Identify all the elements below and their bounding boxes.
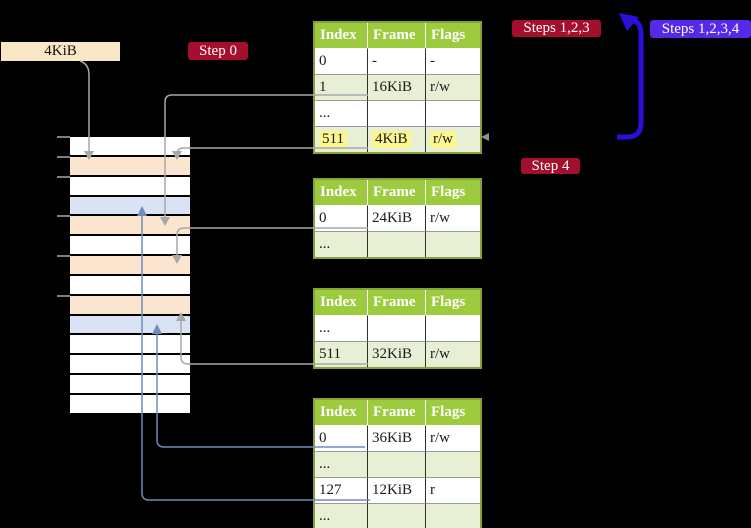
table-cell: 36KiB [368, 425, 426, 451]
table-cell: r/w [426, 425, 480, 451]
header-index: Index [315, 23, 368, 48]
highlight-text: 511 [319, 131, 347, 148]
header-flags: Flags [426, 290, 480, 315]
table-cell: ... [315, 315, 368, 341]
steps-1234-label: Steps 1,2,3,4 [650, 20, 751, 38]
memory-stack [70, 137, 190, 415]
memory-row-free [70, 355, 190, 376]
address-tick [57, 255, 70, 258]
step0-label: Step 0 [188, 42, 248, 60]
address-tick [57, 215, 70, 218]
address-tick [57, 136, 70, 138]
header-frame: Frame [368, 23, 426, 48]
header-frame: Frame [368, 400, 426, 425]
header-index: Index [315, 180, 368, 205]
table-cell: 12KiB [368, 477, 426, 503]
step4-label: Step 4 [521, 158, 580, 174]
table-cell [426, 451, 480, 477]
header-frame: Frame [368, 290, 426, 315]
page-table-4: Index Frame Flags 0 36KiB r/w ... 127 12… [313, 398, 482, 528]
memory-row-page-table [70, 295, 190, 316]
memory-row-free [70, 176, 190, 197]
table-cell: ... [315, 503, 368, 528]
steps-flow-arrow [617, 13, 644, 140]
frame-size-box: 4KiB [1, 42, 120, 61]
highlight-text: 4KiB [372, 131, 411, 148]
table-cell: - [368, 48, 426, 74]
table-cell [426, 315, 480, 341]
table-cell: r/w [426, 205, 480, 231]
table-cell: 24KiB [368, 205, 426, 231]
header-index: Index [315, 290, 368, 315]
memory-row-free [70, 236, 190, 257]
header-flags: Flags [426, 23, 480, 48]
memory-row-free [70, 335, 190, 356]
table-cell: r/w [426, 341, 480, 367]
table-cell: 0 [315, 205, 368, 231]
table-cell: ... [315, 100, 368, 126]
address-tick [57, 294, 70, 297]
table-cell: 0 [315, 48, 368, 74]
table-cell [426, 231, 480, 257]
address-tick [57, 175, 70, 178]
table-cell [426, 503, 480, 528]
table-cell [368, 100, 426, 126]
steps-123-label: Steps 1,2,3 [512, 20, 601, 37]
memory-row-data-page [70, 196, 190, 217]
memory-row-page-table [70, 256, 190, 276]
table-cell-highlighted: r/w [426, 126, 480, 152]
table-cell [368, 503, 426, 528]
table-cell: 16KiB [368, 74, 426, 100]
table-cell-highlighted: 511 [315, 126, 368, 152]
memory-row-page-table [70, 156, 190, 177]
table-cell: 32KiB [368, 341, 426, 367]
table-cell: ... [315, 231, 368, 257]
stub-arrow-at-pt1-row511 [481, 133, 489, 141]
table-cell: 511 [315, 341, 368, 367]
table-cell: r/w [426, 74, 480, 100]
table-cell [368, 451, 426, 477]
table-cell: 1 [315, 74, 368, 100]
table-cell: r [426, 477, 480, 503]
memory-row-free [70, 375, 190, 395]
header-index: Index [315, 400, 368, 425]
memory-row-data-page [70, 315, 190, 336]
header-flags: Flags [426, 400, 480, 425]
memory-row-page-table [70, 216, 190, 237]
table-cell [368, 315, 426, 341]
table-cell: 0 [315, 425, 368, 451]
memory-ticks [57, 136, 71, 415]
page-table-1: Index Frame Flags 0 - - 1 16KiB r/w ... … [313, 21, 482, 154]
table-cell [368, 231, 426, 257]
arrowhead-up-left [619, 13, 639, 31]
table-cell [426, 100, 480, 126]
table-cell: - [426, 48, 480, 74]
table-cell-highlighted: 4KiB [368, 126, 426, 152]
memory-row-free [70, 394, 190, 415]
page-table-3: Index Frame Flags ... 511 32KiB r/w [313, 288, 482, 369]
memory-row-free [70, 275, 190, 296]
page-table-2: Index Frame Flags 0 24KiB r/w ... [313, 178, 482, 259]
header-flags: Flags [426, 180, 480, 205]
highlight-text: r/w [430, 131, 456, 148]
address-tick [57, 155, 70, 158]
memory-row-free [70, 137, 190, 157]
table-cell: 127 [315, 477, 368, 503]
header-frame: Frame [368, 180, 426, 205]
table-cell: ... [315, 451, 368, 477]
